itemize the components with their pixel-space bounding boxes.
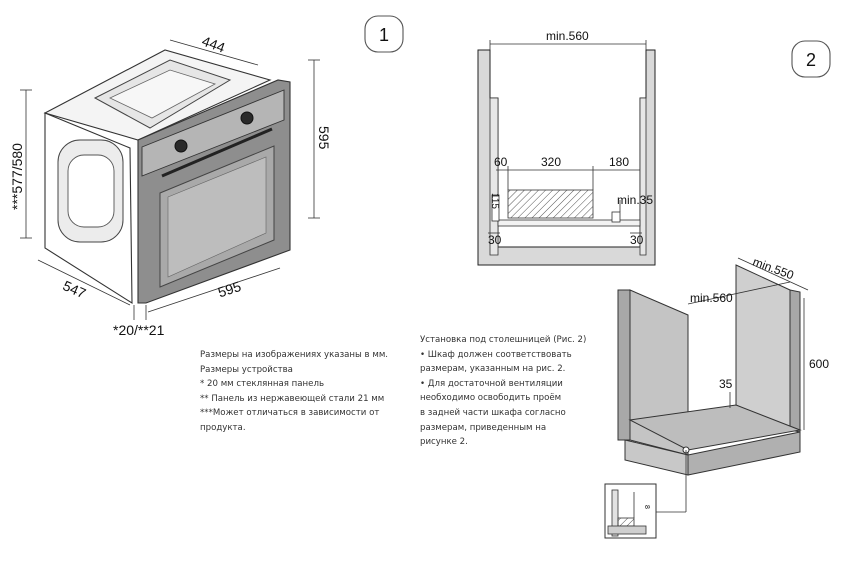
dim-bottom-depth: 547 bbox=[61, 277, 89, 301]
note-line: Размеры на изображениях указаны в мм. bbox=[200, 350, 389, 360]
dim-right-gap: 180 bbox=[609, 155, 629, 169]
note-line: в задней части шкафа согласно bbox=[420, 407, 566, 418]
figure-1-badge: 1 bbox=[364, 15, 404, 53]
dim-height-left: ***577/580 bbox=[9, 143, 25, 210]
isometric-dimension-lines bbox=[687, 257, 809, 430]
note-line: * 20 мм стеклянная панель bbox=[200, 379, 325, 390]
note-line: размерам, приведенным на bbox=[420, 422, 547, 433]
dim-left-bottom: 30 bbox=[488, 233, 502, 247]
dim-top-depth: 444 bbox=[200, 33, 228, 56]
detail-inset bbox=[604, 483, 657, 539]
section-dimension-lines bbox=[488, 40, 647, 234]
note-line: • Шкаф должен соответствовать bbox=[420, 349, 572, 360]
figure-2-badge: 2 bbox=[791, 40, 831, 78]
cabinet-isometric bbox=[617, 264, 802, 513]
notes-dimensions: Размеры на изображениях указаны в мм. Ра… bbox=[200, 348, 388, 436]
note-line: размерам, указанным на рис. 2. bbox=[420, 364, 566, 375]
dim-iso-step: 35 bbox=[719, 377, 733, 391]
svg-text:2: 2 bbox=[806, 50, 816, 70]
note-line: Размеры устройства bbox=[200, 364, 293, 375]
dim-right-bottom: 30 bbox=[630, 233, 644, 247]
dim-height-right: 595 bbox=[316, 126, 332, 150]
oven-dimension-lines bbox=[20, 39, 320, 320]
dim-iso-min-width: min.560 bbox=[690, 291, 733, 305]
note-line: продукта. bbox=[200, 422, 246, 433]
note-line: необходимо освободить проём bbox=[420, 393, 562, 404]
oven-illustration bbox=[43, 49, 291, 305]
dim-detail-mark: 8 bbox=[643, 505, 650, 509]
dim-bottom-width: 595 bbox=[216, 278, 243, 301]
dim-iso-height: 600 bbox=[809, 357, 829, 371]
dim-vent-height: 115 bbox=[489, 193, 500, 209]
cabinet-section bbox=[477, 49, 656, 266]
dim-mid-width: 320 bbox=[541, 155, 561, 169]
note-line: • Для достаточной вентиляции bbox=[420, 378, 563, 389]
note-line: Установка под столешницей (Рис. 2) bbox=[420, 335, 587, 345]
dim-min-depth: min.35 bbox=[617, 193, 653, 207]
dim-front-offset: *20/**21 bbox=[113, 322, 165, 338]
svg-text:1: 1 bbox=[379, 25, 389, 45]
dim-left-gap: 60 bbox=[494, 155, 508, 169]
note-line: ** Панель из нержавеющей стали 21 мм bbox=[200, 393, 385, 404]
notes-installation: Установка под столешницей (Рис. 2) • Шка… bbox=[420, 333, 586, 450]
note-line: ***Может отличаться в зависимости от bbox=[200, 408, 380, 419]
note-line: рисунке 2. bbox=[420, 437, 468, 448]
dim-min-width: min.560 bbox=[546, 29, 589, 43]
